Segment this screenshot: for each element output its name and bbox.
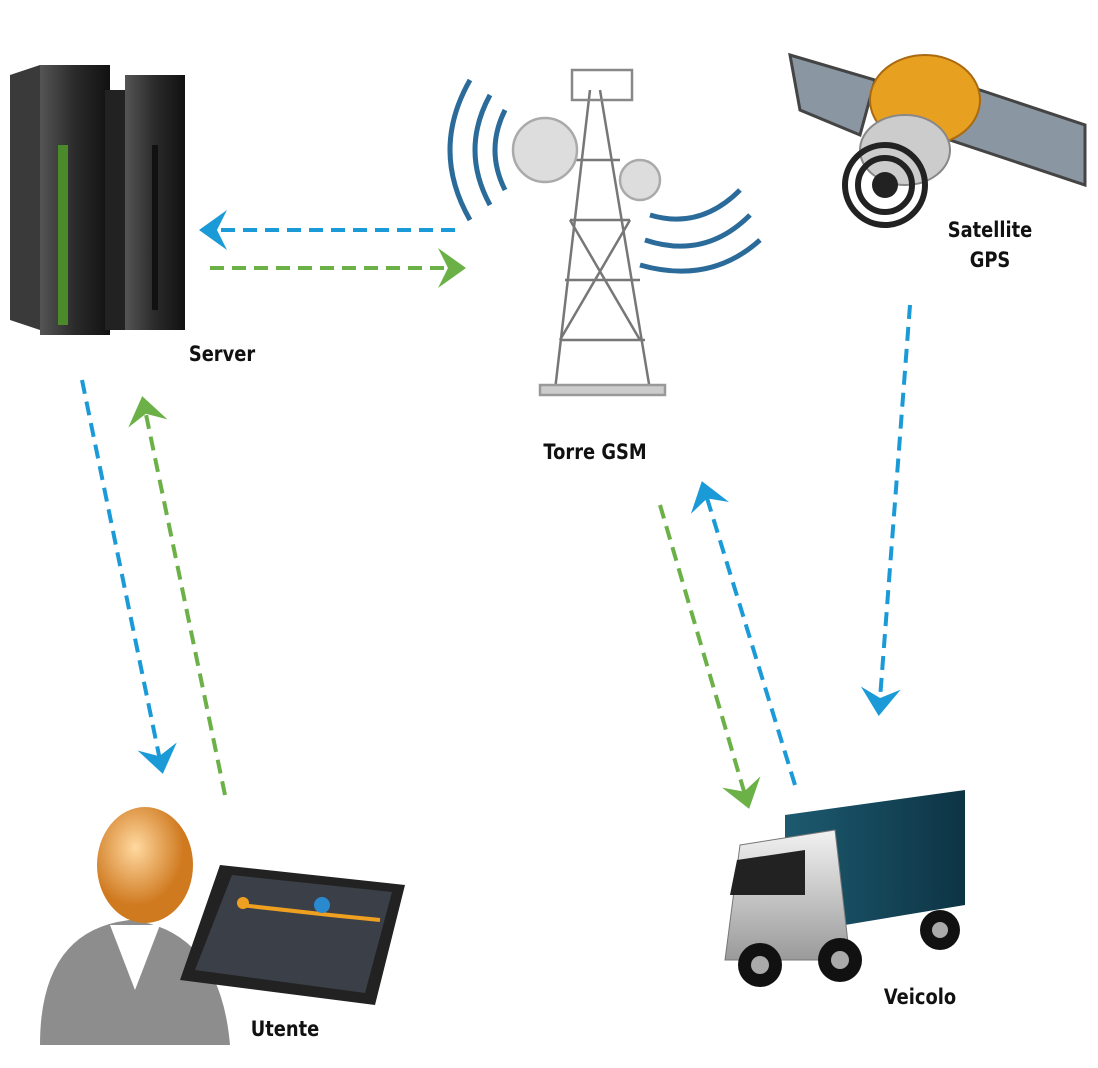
server-label: Server <box>188 342 256 366</box>
tablet-map-icon <box>180 865 405 1005</box>
satellite-label-line1: Satellite <box>947 218 1033 242</box>
arrow-tower-to-vehicle <box>658 504 761 809</box>
satellite-label-line2: GPS <box>969 248 1011 272</box>
user-icon <box>40 807 230 1045</box>
tower-label: Torre GSM <box>543 440 647 464</box>
vehicle-label: Veicolo <box>883 985 957 1009</box>
truck-icon <box>724 790 965 987</box>
arrow-server-to-user <box>80 379 177 774</box>
server-icon <box>10 65 185 335</box>
arrow-user-to-server <box>128 396 227 796</box>
arrow-vehicle-to-tower <box>690 481 797 786</box>
arrow-satellite-to-vehicle <box>860 304 912 716</box>
user-label: Utente <box>250 1017 320 1041</box>
gsm-tower-icon <box>447 68 762 397</box>
gps-satellite-icon <box>788 52 1087 228</box>
